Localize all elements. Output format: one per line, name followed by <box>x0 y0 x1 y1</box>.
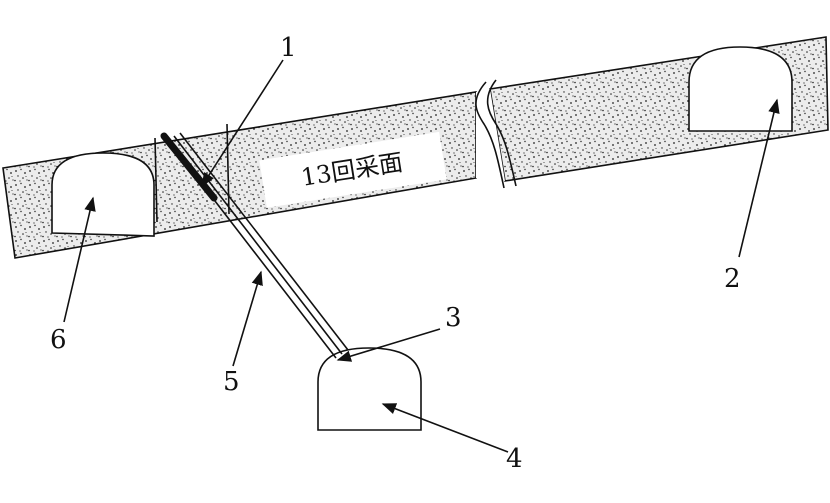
leader-6 <box>63 196 96 323</box>
leader-5 <box>232 270 263 367</box>
break-symbol-left <box>475 81 505 189</box>
callout-2: 2 <box>724 264 741 294</box>
break-symbol-right <box>486 79 517 187</box>
leader-2 <box>738 98 780 258</box>
seam-cut-line-right <box>226 123 230 215</box>
callout-4: 4 <box>506 444 523 474</box>
leader-3 <box>336 328 441 362</box>
callout-6: 6 <box>50 325 67 355</box>
callout-3: 3 <box>445 303 462 333</box>
roadway-right <box>688 46 793 132</box>
seam-label-bg <box>259 131 447 208</box>
callout-1: 1 <box>280 33 297 63</box>
borehole-line-c <box>179 132 349 351</box>
seam-cut-line-left <box>154 137 158 223</box>
leader-1 <box>201 59 284 188</box>
roadway-left <box>51 152 155 237</box>
callout-5: 5 <box>223 367 240 397</box>
roadway-bottom <box>317 347 422 431</box>
borehole-thick-segment <box>160 132 218 202</box>
leader-4 <box>381 403 509 453</box>
